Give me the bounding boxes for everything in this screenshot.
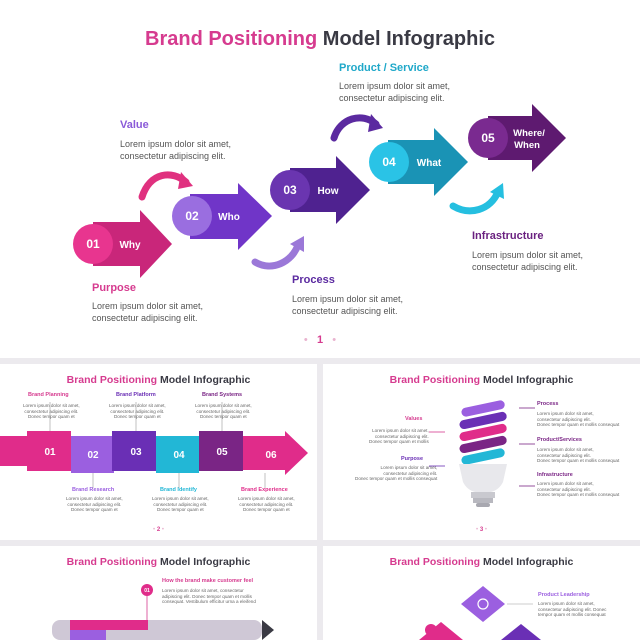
top-desc-1: Lorem ipsum dolor sit amet,consectetur a…	[23, 403, 80, 420]
slide-3-thumbnail[interactable]: Brand Positioning Model Infographic Valu…	[323, 364, 640, 540]
step-label-2: Who	[218, 212, 240, 223]
curve-arrow-3-head	[368, 114, 383, 132]
infra-title: Infrastructure	[472, 230, 544, 242]
top-label-2: Brand Platform	[116, 392, 156, 398]
svg-text:01: 01	[144, 588, 150, 594]
slide-2-title: Brand Positioning Model Infographic	[66, 374, 251, 386]
right-desc-2: Lorem ipsum dolor sit amet,consectetur a…	[537, 447, 620, 464]
step-num-3: 03	[283, 183, 297, 197]
step-arrow-3	[290, 156, 370, 224]
seg-num-1: 01	[44, 447, 56, 458]
step-label-4: What	[417, 158, 442, 169]
seg-num-5: 05	[216, 447, 228, 458]
seg-5	[199, 431, 243, 471]
slide-5-item-title: Product Leadership	[538, 592, 590, 598]
lightbulb-icon	[429, 400, 535, 507]
right-label-1: Process	[537, 401, 559, 407]
step-circle-4	[369, 142, 409, 182]
puzzle-icon	[419, 586, 541, 640]
curve-arrow-2-head	[290, 236, 304, 252]
purpose-desc: Lorem ipsum dolor sit amet,consectetur a…	[92, 301, 204, 323]
bottom-desc-2: Lorem ipsum dolor sit amet,consectetur a…	[152, 496, 209, 513]
title-rest: Model Infographic	[322, 28, 495, 50]
top-label-3: Brand Systems	[202, 392, 243, 398]
step-label-5a: Where/	[513, 128, 545, 139]
right-desc-3: Lorem ipsum dolor sit amet,consectetur a…	[537, 481, 620, 498]
slide-3-title: Brand Positioning Model Infographic	[389, 374, 574, 386]
step-label-1: Why	[119, 240, 141, 251]
step-arrow-5	[488, 104, 566, 172]
slide-2-thumbnail[interactable]: Brand Positioning Model Infographic 01 0…	[0, 364, 317, 540]
step-arrow-2	[190, 183, 272, 250]
page-number: 1	[316, 334, 324, 346]
value-desc: Lorem ipsum dolor sit amet,consectetur a…	[120, 139, 232, 161]
step-arrow-1	[93, 210, 172, 278]
curve-arrow-2	[251, 241, 302, 270]
pencil-diagram: 01	[52, 584, 274, 640]
step-diagram: 01 Why 02 Who 03 How 04 What 05 Where/ W…	[73, 104, 566, 278]
step-num-1: 01	[86, 237, 100, 251]
bottom-desc-3: Lorem ipsum dolor sit amet,consectetur a…	[238, 496, 295, 513]
seg-6	[243, 431, 308, 475]
slide-4-title: Brand Positioning Model Infographic	[66, 556, 251, 568]
curve-arrow-1-head	[178, 172, 193, 189]
step-num-4: 04	[382, 155, 396, 169]
slide-4-item-title: How the brand make customer feel	[162, 578, 254, 584]
slide-3-pager: • 3 •	[476, 527, 487, 533]
left-label-1: Values	[405, 416, 423, 422]
right-desc-1: Lorem ipsum dolor sit amet,consectetur a…	[537, 411, 620, 428]
step-num-2: 02	[185, 209, 199, 223]
product-title: Product / Service	[339, 62, 429, 74]
top-label-1: Brand Planning	[28, 392, 69, 398]
seg-3	[112, 431, 156, 471]
seg-1	[27, 431, 71, 471]
bottom-label-2: Brand Identify	[160, 487, 197, 493]
seg-num-6: 06	[265, 450, 277, 461]
step-label-5b: When	[514, 140, 540, 151]
step-num-5: 05	[481, 131, 495, 145]
slide-2-pager: • 2 •	[153, 527, 164, 533]
curve-arrow-4	[449, 188, 502, 215]
right-label-3: Infrastructure	[537, 472, 573, 478]
slide-1[interactable]: Brand Positioning Model Infographic 01 W…	[0, 0, 640, 358]
top-desc-3: Lorem ipsum dolor sit amet,consectetur a…	[195, 403, 252, 420]
left-label-2: Purpose	[401, 456, 424, 462]
process-title: Process	[292, 274, 335, 286]
bottom-label-3: Brand Experience	[241, 487, 288, 493]
slide-2-diagram: 01 02 03 04 05 06	[0, 402, 308, 488]
right-label-2: Product/Services	[537, 437, 582, 443]
curve-arrow-4-head	[490, 183, 504, 199]
seg-2	[71, 436, 114, 473]
slide-5-title: Brand Positioning Model Infographic	[389, 556, 574, 568]
step-label-3: How	[317, 186, 338, 197]
seg-num-2: 02	[87, 450, 99, 461]
left-desc-1: Lorem ipsum dolor sit amet,consectetur a…	[369, 428, 429, 445]
pager: • 1 •	[303, 334, 337, 346]
slide-5-thumbnail[interactable]: Brand Positioning Model Infographic Prod…	[323, 546, 640, 640]
step-circle-5	[468, 118, 508, 158]
title-accent: Brand Positioning	[145, 28, 318, 50]
page-title: Brand Positioning Model Infographic	[0, 28, 640, 51]
step-arrow-4	[388, 128, 468, 196]
value-title: Value	[120, 119, 149, 131]
step-circle-1	[73, 224, 113, 264]
product-desc: Lorem ipsum dolor sit amet,consectetur a…	[339, 81, 451, 103]
slide-4-thumbnail[interactable]: Brand Positioning Model Infographic 01 H…	[0, 546, 317, 640]
left-desc-2: Lorem ipsum dolor sit amet,consectetur a…	[355, 465, 438, 482]
seg-4	[156, 436, 199, 473]
bottom-desc-1: Lorem ipsum dolor sit amet,consectetur a…	[66, 496, 123, 513]
step-circle-3	[270, 170, 310, 210]
infra-desc: Lorem ipsum dolor sit amet,consectetur a…	[472, 250, 584, 272]
bottom-label-1: Brand Research	[72, 487, 115, 493]
step-circle-2	[172, 196, 212, 236]
seg-num-4: 04	[173, 450, 185, 461]
process-desc: Lorem ipsum dolor sit amet,consectetur a…	[292, 294, 404, 316]
seg-num-3: 03	[130, 447, 142, 458]
purpose-title: Purpose	[92, 282, 137, 294]
top-desc-2: Lorem ipsum dolor sit amet,consectetur a…	[109, 403, 166, 420]
slide-5-item-desc: Lorem ipsum dolor sit amet,consectetur a…	[538, 601, 607, 618]
